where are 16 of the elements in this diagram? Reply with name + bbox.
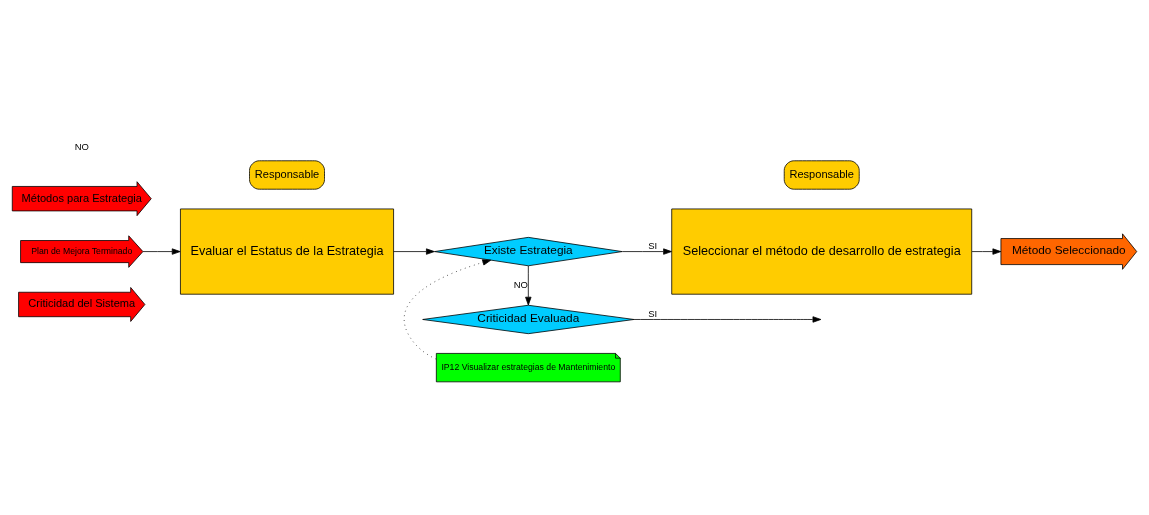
arrow bbox=[142, 248, 181, 255]
node-diamond: Criticidad Evaluada bbox=[422, 304, 635, 335]
arrow bbox=[633, 316, 822, 323]
arrow bbox=[403, 259, 492, 360]
arrow bbox=[525, 265, 532, 306]
node-box: Evaluar el Estatus de la Estrategia bbox=[180, 208, 394, 295]
arrow bbox=[971, 248, 1002, 255]
edge-label: NO bbox=[513, 278, 528, 290]
label: NO bbox=[74, 140, 89, 152]
edge-label: SI bbox=[648, 307, 658, 319]
arrow bbox=[621, 248, 672, 255]
node-box: Responsable bbox=[249, 160, 325, 190]
arrow bbox=[393, 248, 435, 255]
node-box: Responsable bbox=[783, 160, 860, 190]
edge-label: SI bbox=[648, 239, 658, 251]
node-box: Seleccionar el método de desarrollo de estrategia bbox=[671, 208, 973, 295]
